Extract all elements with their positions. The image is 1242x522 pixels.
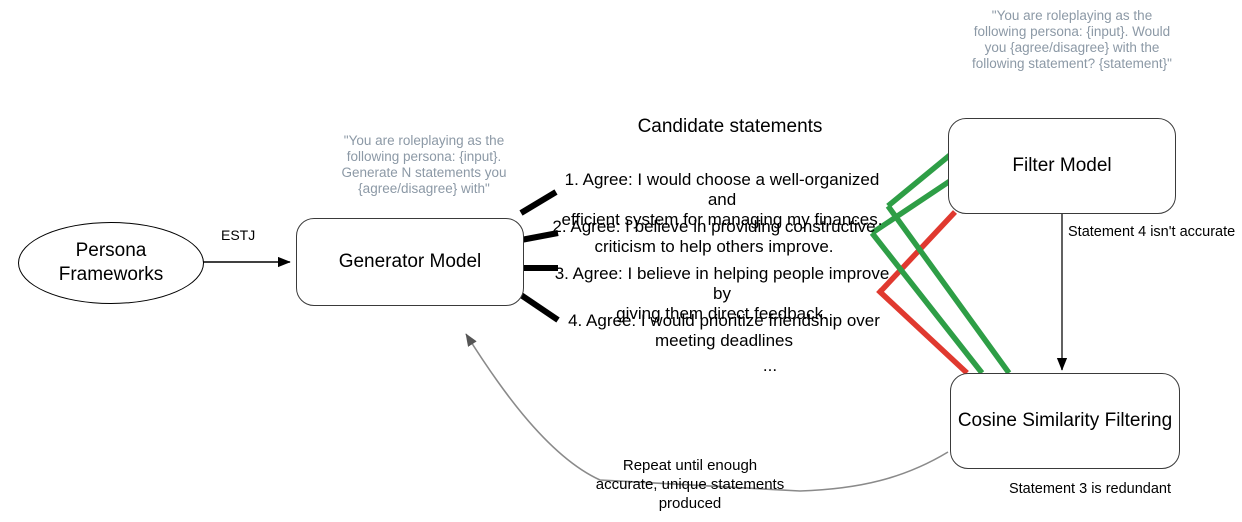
candidate-statements-ellipsis: ... [762, 356, 778, 375]
node-cosine-similarity-filtering[interactable]: Cosine Similarity Filtering [950, 373, 1180, 469]
node-generator-model[interactable]: Generator Model [296, 218, 524, 306]
candidate-statement-1: 1. Agree: I would choose a well-organize… [561, 170, 883, 229]
edge-statement1-to-cosine [885, 204, 1012, 375]
node-persona-frameworks-label: Persona Frameworks [58, 240, 164, 285]
edges-to-cosine [869, 204, 1012, 376]
node-filter-model-label: Filter Model [1012, 155, 1112, 176]
generator-prompt-text: "You are roleplaying as the following pe… [341, 133, 507, 196]
candidate-statements-heading: Candidate statements [637, 116, 823, 137]
node-cosine-similarity-filtering-label: Cosine Similarity Filtering [957, 410, 1173, 431]
node-filter-model[interactable]: Filter Model [948, 118, 1176, 214]
candidate-statement-3: 3. Agree: I believe in helping people im… [554, 264, 890, 323]
edge-label-feedback-loop: Repeat until enough accurate, unique sta… [595, 457, 785, 512]
filter-prompt-text: "You are roleplaying as the following pe… [972, 8, 1172, 71]
edge-label-statement-4-not-accurate: Statement 4 isn't accurate [1068, 224, 1236, 240]
edge-statement1-accept [886, 152, 952, 209]
caption-statement-3-redundant: Statement 3 is redundant [1008, 481, 1172, 497]
candidate-statement-2: 2. Agree: I believe in providing constru… [552, 217, 876, 256]
node-generator-model-label: Generator Model [338, 251, 482, 272]
candidate-statement-4: 4. Agree: I would prioritize friendship … [568, 311, 880, 350]
node-persona-frameworks[interactable]: Persona Frameworks [18, 222, 204, 304]
edge-label-estj: ESTJ [221, 227, 256, 243]
